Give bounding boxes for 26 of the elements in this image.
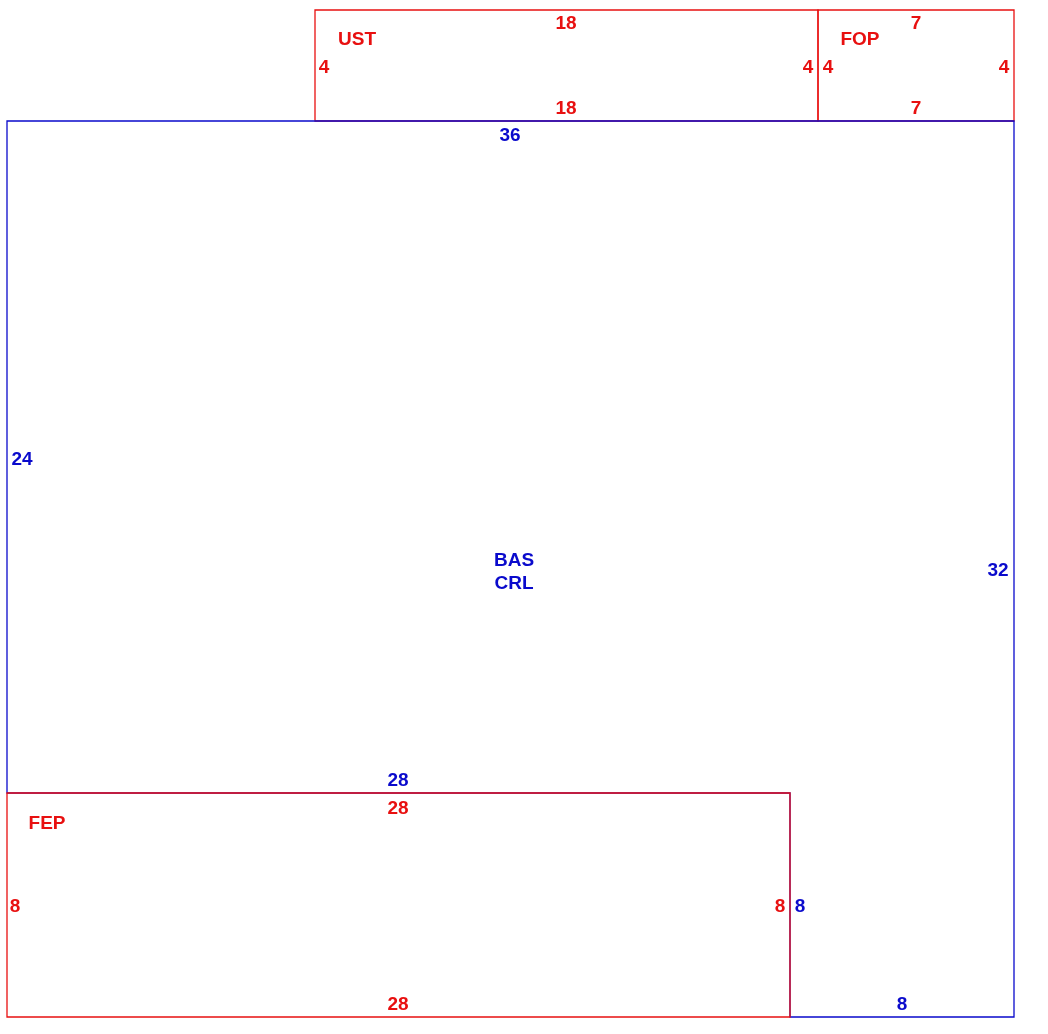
dimension-label: 28 [387, 991, 409, 1015]
room-outline [7, 793, 790, 1017]
dimension-label: 4 [318, 54, 330, 78]
room-outline [7, 121, 1014, 1017]
dimension-label: 7 [910, 95, 922, 119]
room-outline [315, 10, 818, 121]
dimension-label: 8 [9, 893, 21, 917]
room-name: BAS CRL [492, 548, 536, 594]
dimension-label: 28 [387, 795, 409, 819]
dimension-label: 18 [555, 10, 577, 34]
dimension-label: 36 [499, 122, 521, 146]
room-name: UST [338, 26, 376, 50]
dimension-label: 28 [387, 767, 409, 791]
dimension-label: 8 [794, 893, 806, 917]
room-outline [818, 10, 1014, 121]
room-name: FEP [28, 810, 66, 834]
dimension-label: 8 [774, 893, 786, 917]
dimension-label: 8 [896, 991, 908, 1015]
dimension-label: 24 [11, 446, 33, 470]
dimension-label: 4 [802, 54, 814, 78]
dimension-label: 7 [910, 10, 922, 34]
dimension-label: 32 [987, 557, 1009, 581]
dimension-label: 4 [998, 54, 1010, 78]
dimension-label: 4 [822, 54, 834, 78]
room-name: FOP [840, 26, 880, 50]
dimension-label: 18 [555, 95, 577, 119]
